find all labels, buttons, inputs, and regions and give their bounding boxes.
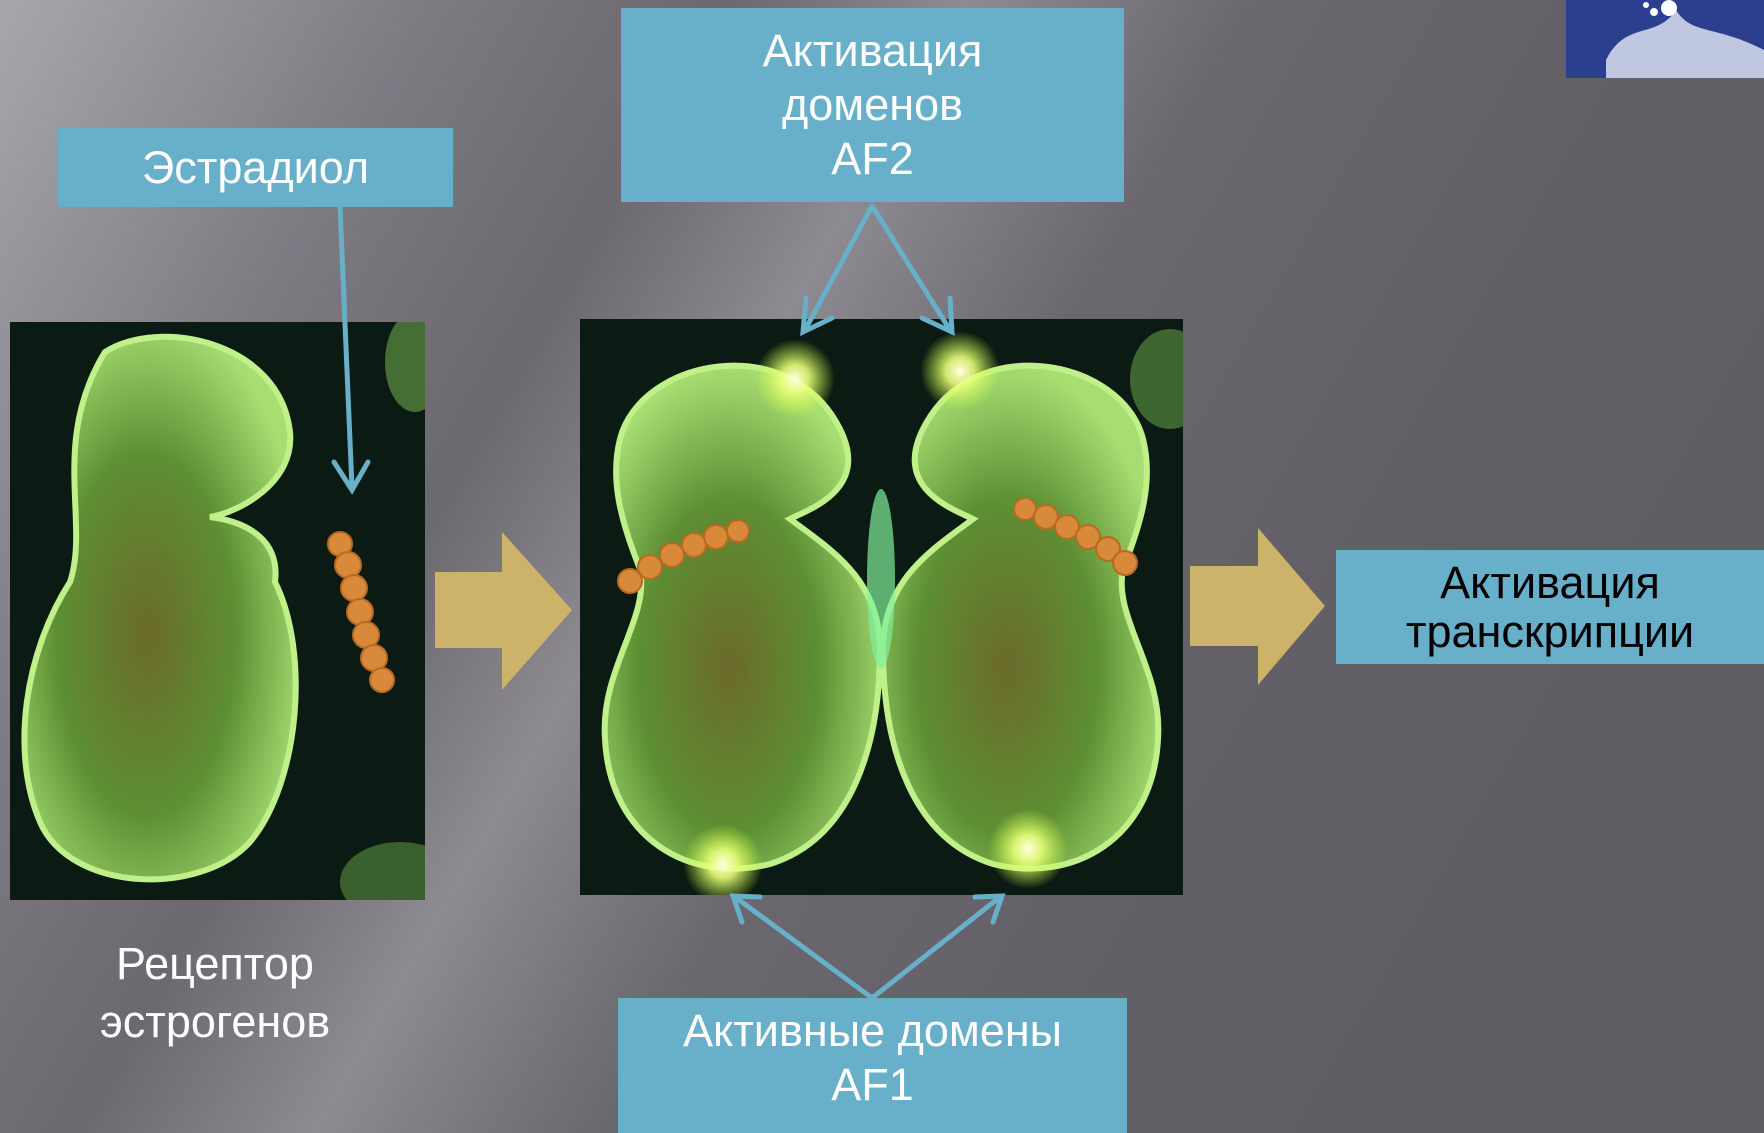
receptor-monomer-image [10, 322, 425, 900]
block-arrow-right-1 [435, 532, 572, 690]
receptor-dimer-image [580, 319, 1183, 895]
transcription-activation-label: Активация транскрипции [1336, 550, 1764, 664]
estrogen-receptor-caption: Рецептор эстрогенов [60, 935, 370, 1050]
logo-fragment [1566, 0, 1764, 78]
af1-pointer-arrows [733, 896, 1002, 998]
af2-activation-label: Активация доменов AF2 [621, 8, 1124, 202]
block-arrow-right-2 [1190, 528, 1325, 685]
af2-pointer-arrows [803, 206, 952, 332]
estradiol-label: Эстрадиол [58, 128, 453, 207]
af1-active-domains-label: Активные домены AF1 [618, 998, 1127, 1133]
